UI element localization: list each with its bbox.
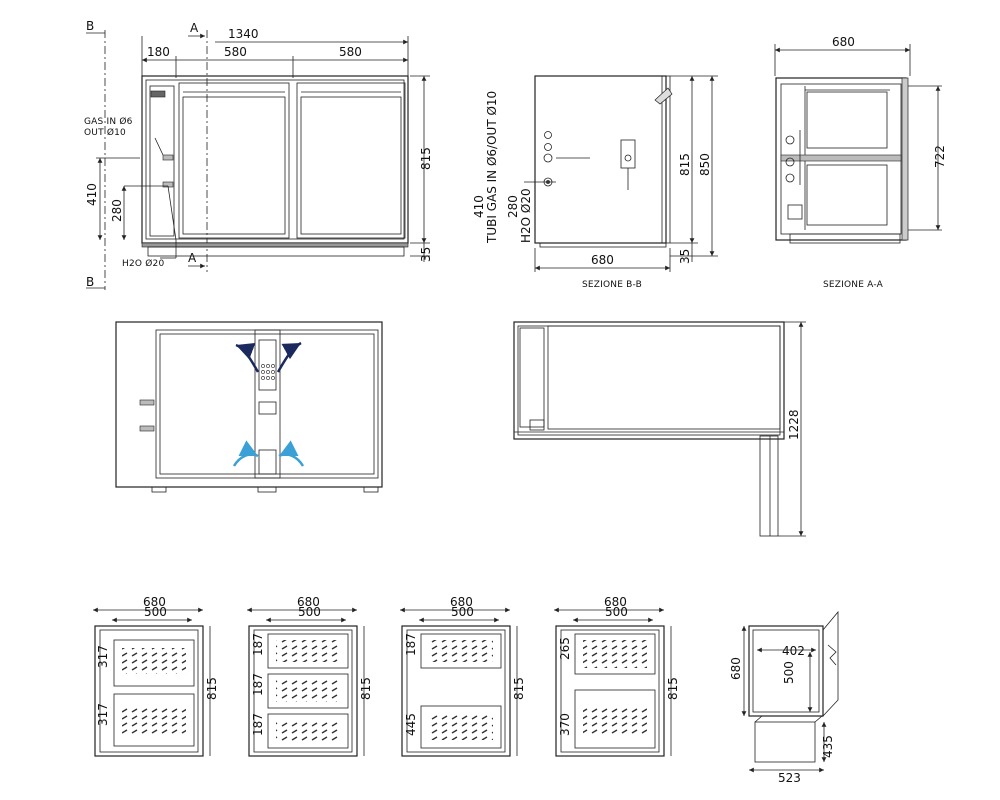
front-cabinet bbox=[141, 75, 409, 244]
gas-connection bbox=[162, 154, 174, 161]
side-dim-410: 410 bbox=[472, 195, 486, 218]
drawer4-dim-500: 500 bbox=[605, 605, 628, 619]
plan-leg bbox=[759, 435, 779, 537]
drawer-config-2: 680 500 815 187 187 187 bbox=[247, 595, 373, 757]
drawer2-label-a: 187 bbox=[251, 633, 265, 656]
dim-total-width: 1340 bbox=[228, 27, 259, 41]
drawer3-dim-680: 680 bbox=[450, 595, 473, 609]
dim-580-b: 580 bbox=[339, 45, 362, 59]
plan-view: 1228 bbox=[513, 321, 806, 537]
drawer4-label-a: 265 bbox=[558, 637, 572, 660]
side-dim-280: 280 bbox=[506, 195, 520, 218]
gas-out-label: OUT Ø10 bbox=[84, 127, 126, 138]
drawer2-label-c: 187 bbox=[251, 713, 265, 736]
airflow-in-left-arrow bbox=[232, 440, 259, 467]
airflow-in-right-arrow bbox=[278, 440, 305, 467]
side-dim-680: 680 bbox=[591, 253, 614, 267]
detail-dim-435: 435 bbox=[821, 735, 835, 758]
section-a-dim-722: 722 bbox=[933, 145, 947, 168]
door-right bbox=[296, 82, 406, 239]
drawer3-dim-500: 500 bbox=[451, 605, 474, 619]
section-b-label-bottom: B bbox=[86, 275, 94, 289]
dim-180: 180 bbox=[147, 45, 170, 59]
gas-in-label: GAS IN Ø6 bbox=[84, 116, 133, 127]
section-a-label-bottom: A bbox=[188, 251, 197, 265]
front-elevation: B B A A 1340 180 580 580 bbox=[84, 19, 433, 290]
caption-sezione-b-b: SEZIONE B-B bbox=[582, 280, 642, 290]
detail-dim-402: 402 bbox=[782, 644, 805, 658]
dim-280: 280 bbox=[110, 199, 124, 222]
door-left bbox=[178, 82, 290, 239]
control-display bbox=[150, 90, 166, 98]
side-h2o-label: H2O Ø20 bbox=[519, 188, 533, 243]
section-a-dim-680: 680 bbox=[832, 35, 855, 49]
drawer2-label-b: 187 bbox=[251, 673, 265, 696]
side-cabinet bbox=[534, 75, 667, 244]
airflow-view bbox=[115, 321, 383, 493]
detail-view: 402 500 680 435 523 bbox=[729, 610, 839, 785]
caption-sezione-a-a: SEZIONE A-A bbox=[823, 280, 884, 290]
condenser-unit bbox=[254, 329, 281, 479]
h2o-label: H2O Ø20 bbox=[122, 258, 164, 269]
drawer1-label-a: 317 bbox=[96, 645, 110, 668]
upper-compartment bbox=[806, 91, 888, 149]
drawer4-dim-815: 815 bbox=[666, 677, 680, 700]
airflow-out-left-arrow bbox=[235, 342, 260, 373]
drawer2-dim-500: 500 bbox=[298, 605, 321, 619]
section-b-label-top: B bbox=[86, 19, 94, 33]
tubi-gas-label: TUBI GAS IN Ø6/OUT Ø10 bbox=[485, 91, 499, 244]
drawer1-dim-680: 680 bbox=[143, 595, 166, 609]
dim-35-front: 35 bbox=[419, 247, 433, 262]
drawer-configs: 680 500 815 317 317 680 500 bbox=[93, 595, 680, 757]
dim-410: 410 bbox=[85, 183, 99, 206]
side-dim-815: 815 bbox=[678, 153, 692, 176]
plan-dim-1228: 1228 bbox=[787, 409, 801, 440]
detail-dim-523: 523 bbox=[778, 771, 801, 785]
left-panel bbox=[149, 85, 175, 237]
drawer1-dim-815: 815 bbox=[205, 677, 219, 700]
valve bbox=[620, 139, 636, 169]
drawer1-dim-500: 500 bbox=[144, 605, 167, 619]
detail-dim-500: 500 bbox=[782, 661, 796, 684]
drawer-config-1: 680 500 815 317 317 bbox=[93, 595, 219, 757]
drawer2-dim-815: 815 bbox=[359, 677, 373, 700]
section-a-a: 680 722 SEZIONE A-A bbox=[774, 35, 947, 290]
drawer3-dim-815: 815 bbox=[512, 677, 526, 700]
drawer1-label-b: 317 bbox=[96, 703, 110, 726]
drawer-config-3: 680 500 815 187 445 bbox=[400, 595, 526, 757]
drawer4-label-b: 370 bbox=[558, 713, 572, 736]
section-b-b: TUBI GAS IN Ø6/OUT Ø10 H2O Ø20 410 280 6… bbox=[472, 75, 718, 290]
drawer-config-4: 680 500 815 265 370 bbox=[554, 595, 680, 757]
side-dim-35: 35 bbox=[678, 249, 692, 264]
drawer2-dim-680: 680 bbox=[297, 595, 320, 609]
dim-815-front: 815 bbox=[419, 147, 433, 170]
detail-dim-680: 680 bbox=[729, 657, 743, 680]
plan-counter bbox=[513, 321, 785, 440]
drawer4-dim-680: 680 bbox=[604, 595, 627, 609]
dim-580-a: 580 bbox=[224, 45, 247, 59]
section-a-label-top: A bbox=[190, 21, 199, 35]
side-dim-850: 850 bbox=[698, 153, 712, 176]
airflow-out-right-arrow bbox=[276, 341, 302, 373]
drawer3-label-b: 445 bbox=[404, 713, 418, 736]
lower-compartment bbox=[806, 164, 888, 226]
drawer3-label-a: 187 bbox=[404, 633, 418, 656]
